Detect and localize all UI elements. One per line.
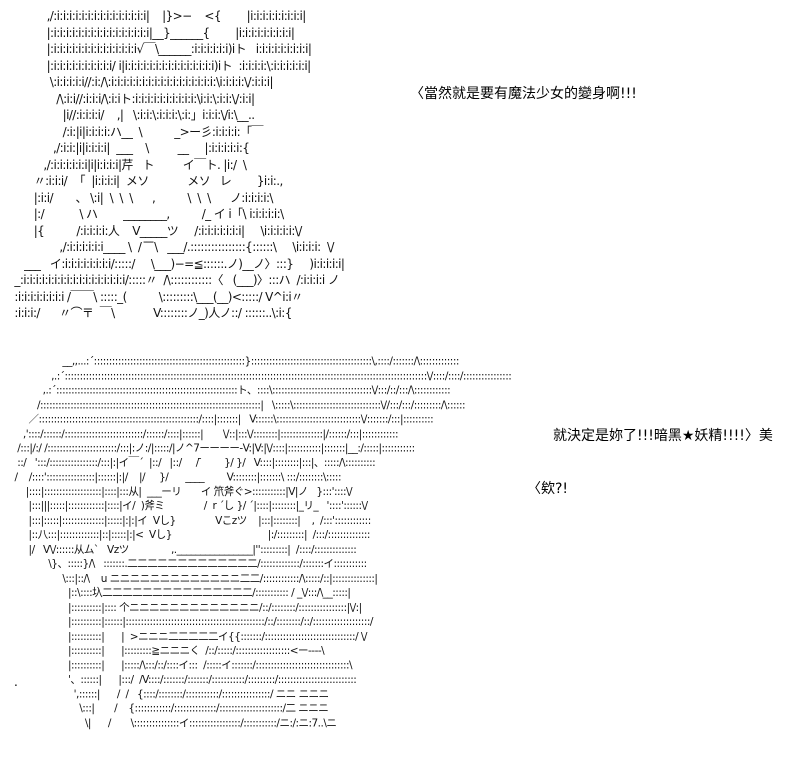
ascii-art-bottom-character: __,,...:´:::::::::::::::::::::::::::::::…	[14, 354, 512, 729]
ascii-art-top-character: ,/:i:i:i:i:i:i:i:i:i:i:i:i:i:i:i| |}>− <…	[14, 9, 345, 320]
stray-mark: .	[14, 675, 18, 689]
dialogue-caption-dark-fairy: 就決定是妳了!!!暗黑★妖精!!!!〉美	[553, 428, 773, 444]
dialogue-caption-surprise: 〈欸?!	[527, 481, 569, 497]
dialogue-caption-magical-girl: 〈當然就是要有魔法少女的變身啊!!!	[410, 86, 637, 102]
